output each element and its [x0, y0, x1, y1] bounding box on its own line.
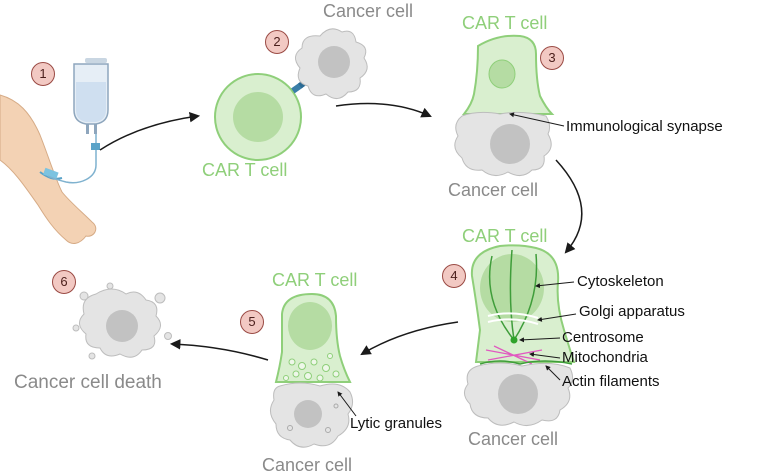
label-cytoskeleton: Cytoskeleton [577, 273, 664, 290]
label-cancer-cell-death: Cancer cell death [14, 372, 162, 393]
label-car-t-cell-step3: CAR T cell [462, 13, 548, 33]
label-centrosome: Centrosome [562, 329, 644, 346]
lytic-granules-icon [283, 353, 340, 382]
leader-synapse [509, 112, 565, 127]
step-badge-3: 3 [540, 46, 564, 70]
label-car-t-cell-step5: CAR T cell [272, 270, 358, 290]
leader-centrosome [519, 337, 561, 343]
cancer-cell-step5 [270, 382, 354, 448]
step-badge-5: 5 [240, 310, 264, 334]
step-badge-4: 4 [442, 264, 466, 288]
leader-cytoskeleton [535, 281, 575, 289]
label-car-t-cell-step4: CAR T cell [462, 226, 548, 246]
leader-actin [545, 365, 561, 381]
cancer-cell-step2 [295, 28, 368, 99]
leader-mitochondria [529, 352, 561, 359]
step-badge-1: 1 [31, 62, 55, 86]
step-badge-6: 6 [52, 270, 76, 294]
leader-lytic [337, 391, 357, 417]
dead-cancer-cell [72, 282, 172, 360]
cancer-cell-step4 [464, 362, 574, 426]
step-badge-2: 2 [265, 30, 289, 54]
arrow-4-to-5 [360, 321, 459, 356]
label-actin-filaments: Actin filaments [562, 373, 660, 390]
label-immunological-synapse: Immunological synapse [566, 118, 723, 135]
label-lytic-granules: Lytic granules [350, 415, 442, 432]
label-golgi-apparatus: Golgi apparatus [579, 303, 685, 320]
iv-bag-icon [47, 58, 109, 184]
label-cancer-cell-step3: Cancer cell [448, 180, 539, 200]
car-t-cell-step3 [461, 34, 555, 115]
label-car-t-cell-step2: CAR T cell [202, 160, 288, 180]
leader-golgi [537, 313, 577, 322]
arrow-3-to-4 [555, 159, 583, 254]
car-t-cell-step4 [470, 244, 576, 365]
label-cancer-cell-step4: Cancer cell [468, 429, 559, 449]
car-t-cell-step2 [214, 73, 302, 161]
label-cancer-cell-step2: Cancer cell [323, 1, 414, 21]
arrow-1-to-2 [99, 111, 201, 151]
label-cancer-cell-step5: Cancer cell [262, 455, 353, 475]
cancer-cell-step3 [454, 111, 552, 176]
arrow-5-to-6 [169, 339, 269, 361]
car-t-cell-step5 [274, 292, 352, 383]
label-mitochondria: Mitochondria [562, 349, 648, 366]
arrow-2-to-3 [335, 102, 432, 118]
